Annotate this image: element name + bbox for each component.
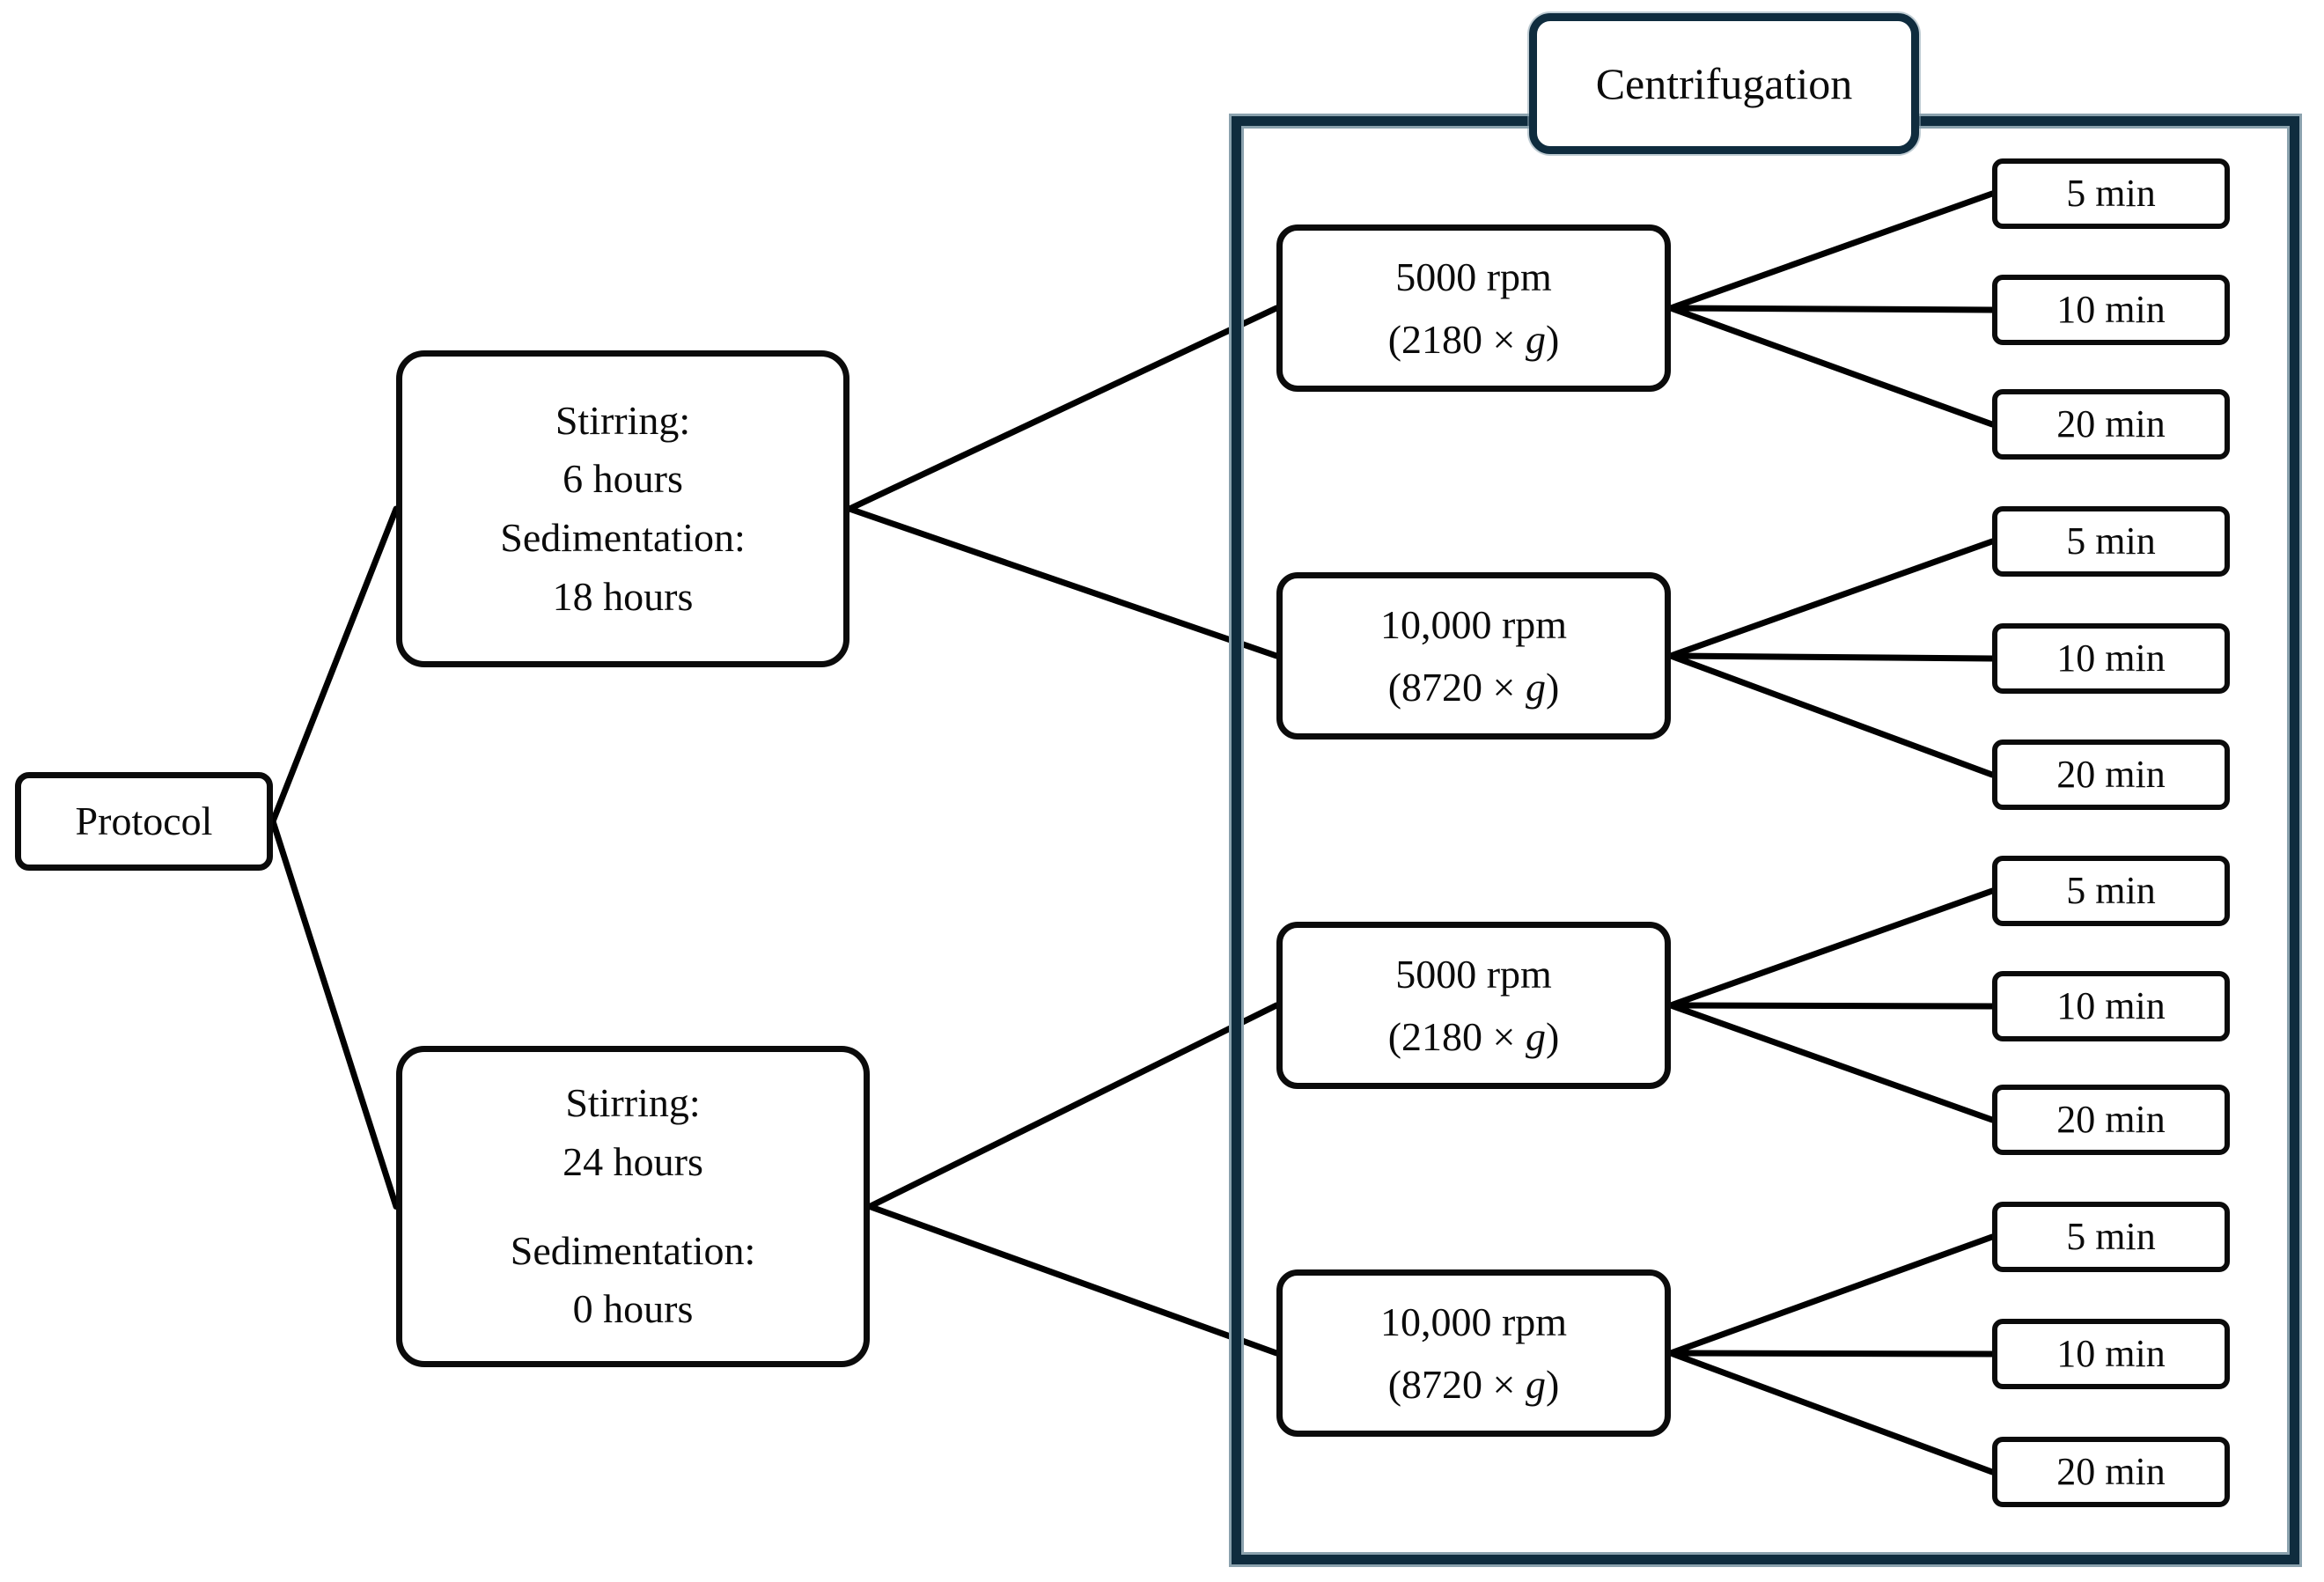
time-label: 10 min [2056,1332,2166,1376]
stirring-sedimentation-node: Stirring: 24 hours Sedimentation: 0 hour… [396,1046,870,1367]
time-label: 5 min [2066,519,2156,563]
time-label: 20 min [2056,1450,2166,1494]
centrifugation-time-node: 20 min [1992,389,2230,460]
time-label: 20 min [2056,753,2166,797]
centrifugation-time-node: 5 min [1992,1202,2230,1272]
time-label: 10 min [2056,984,2166,1028]
sedimentation-label: Sedimentation: 0 hours [510,1227,756,1332]
protocol-node: Protocol [15,772,273,871]
gforce-label: (8720 × g) [1387,1362,1560,1407]
time-label: 5 min [2066,1215,2156,1259]
time-label: 5 min [2066,172,2156,216]
time-label: 20 min [2056,402,2166,446]
centrifugation-time-node: 5 min [1992,856,2230,926]
time-label: 20 min [2056,1098,2166,1142]
gforce-label: (8720 × g) [1387,665,1560,710]
centrifugation-time-node: 10 min [1992,1319,2230,1389]
protocol-label: Protocol [75,798,213,843]
stirring-sedimentation-node: Stirring: 6 hours Sedimentation: 18 hour… [396,350,849,667]
centrifugation-time-node: 20 min [1992,1437,2230,1507]
rpm-label: 5000 rpm [1395,254,1552,299]
rpm-label: 10,000 rpm [1379,601,1568,647]
centrifugation-time-node: 20 min [1992,739,2230,810]
centrifugation-title-label: Centrifugation [1595,59,1853,108]
stirring-label: Stirring: 24 hours [563,1080,703,1184]
stirring-label: Stirring: 6 hours [555,397,691,502]
centrifugation-time-node: 10 min [1992,623,2230,694]
centrifugation-time-node: 10 min [1992,275,2230,345]
sedimentation-label: Sedimentation: 18 hours [500,515,746,619]
gforce-label: (2180 × g) [1387,317,1560,362]
gforce-label: (2180 × g) [1387,1014,1560,1059]
centrifugation-title: Centrifugation [1529,13,1919,154]
centrifugation-speed-node: 10,000 rpm (8720 × g) [1276,1269,1671,1437]
centrifugation-speed-node: 10,000 rpm (8720 × g) [1276,572,1671,739]
centrifugation-time-node: 10 min [1992,971,2230,1041]
rpm-label: 5000 rpm [1395,951,1552,997]
centrifugation-time-node: 20 min [1992,1085,2230,1155]
centrifugation-time-node: 5 min [1992,158,2230,229]
centrifugation-speed-node: 5000 rpm (2180 × g) [1276,224,1671,392]
centrifugation-speed-node: 5000 rpm (2180 × g) [1276,922,1671,1089]
time-label: 10 min [2056,288,2166,332]
time-label: 10 min [2056,636,2166,681]
rpm-label: 10,000 rpm [1379,1299,1568,1344]
time-label: 5 min [2066,869,2156,913]
centrifugation-time-node: 5 min [1992,506,2230,577]
